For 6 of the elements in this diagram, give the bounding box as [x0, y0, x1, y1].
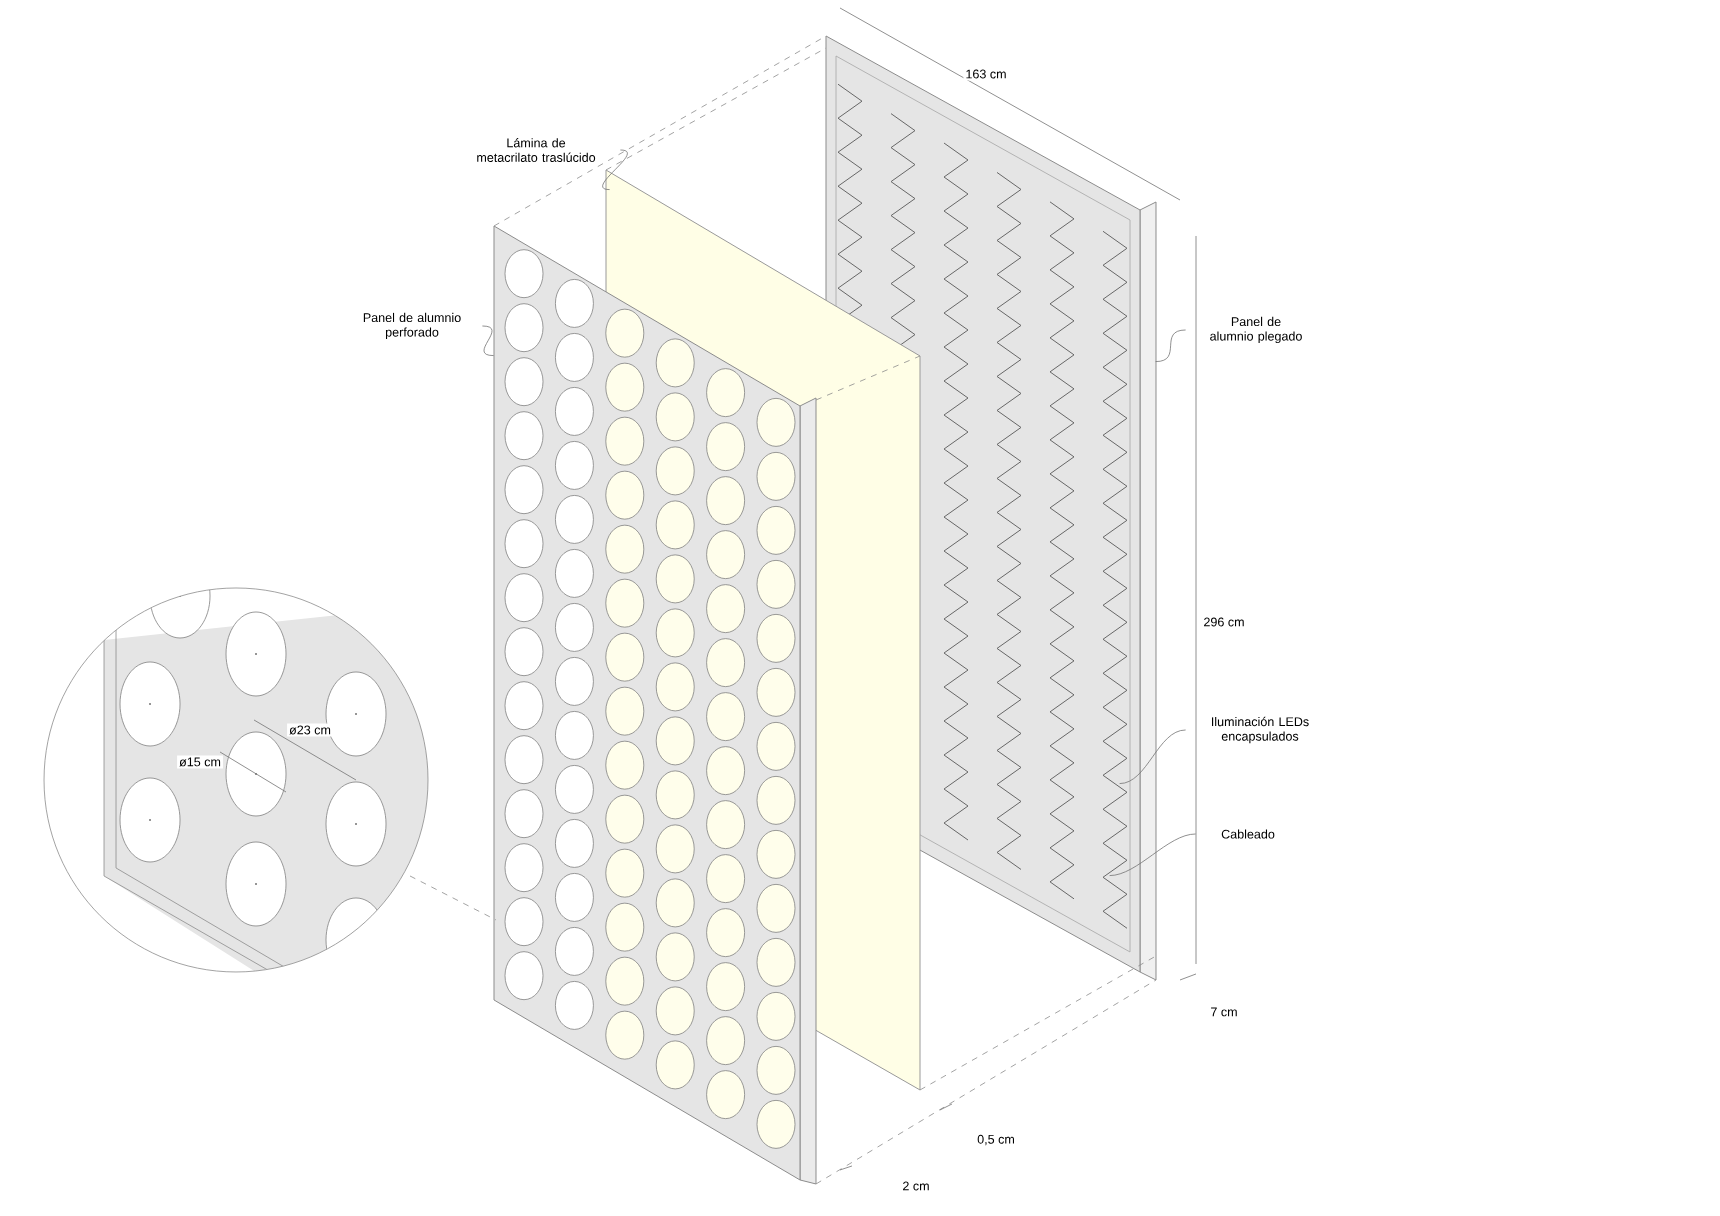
- perforated-panel-drawing: [493, 225, 817, 1185]
- leader-line: [482, 325, 494, 356]
- leader-line: [1109, 833, 1196, 876]
- leader-line: [1119, 729, 1186, 784]
- leader-line: [1155, 329, 1186, 362]
- leader-line: [602, 149, 628, 190]
